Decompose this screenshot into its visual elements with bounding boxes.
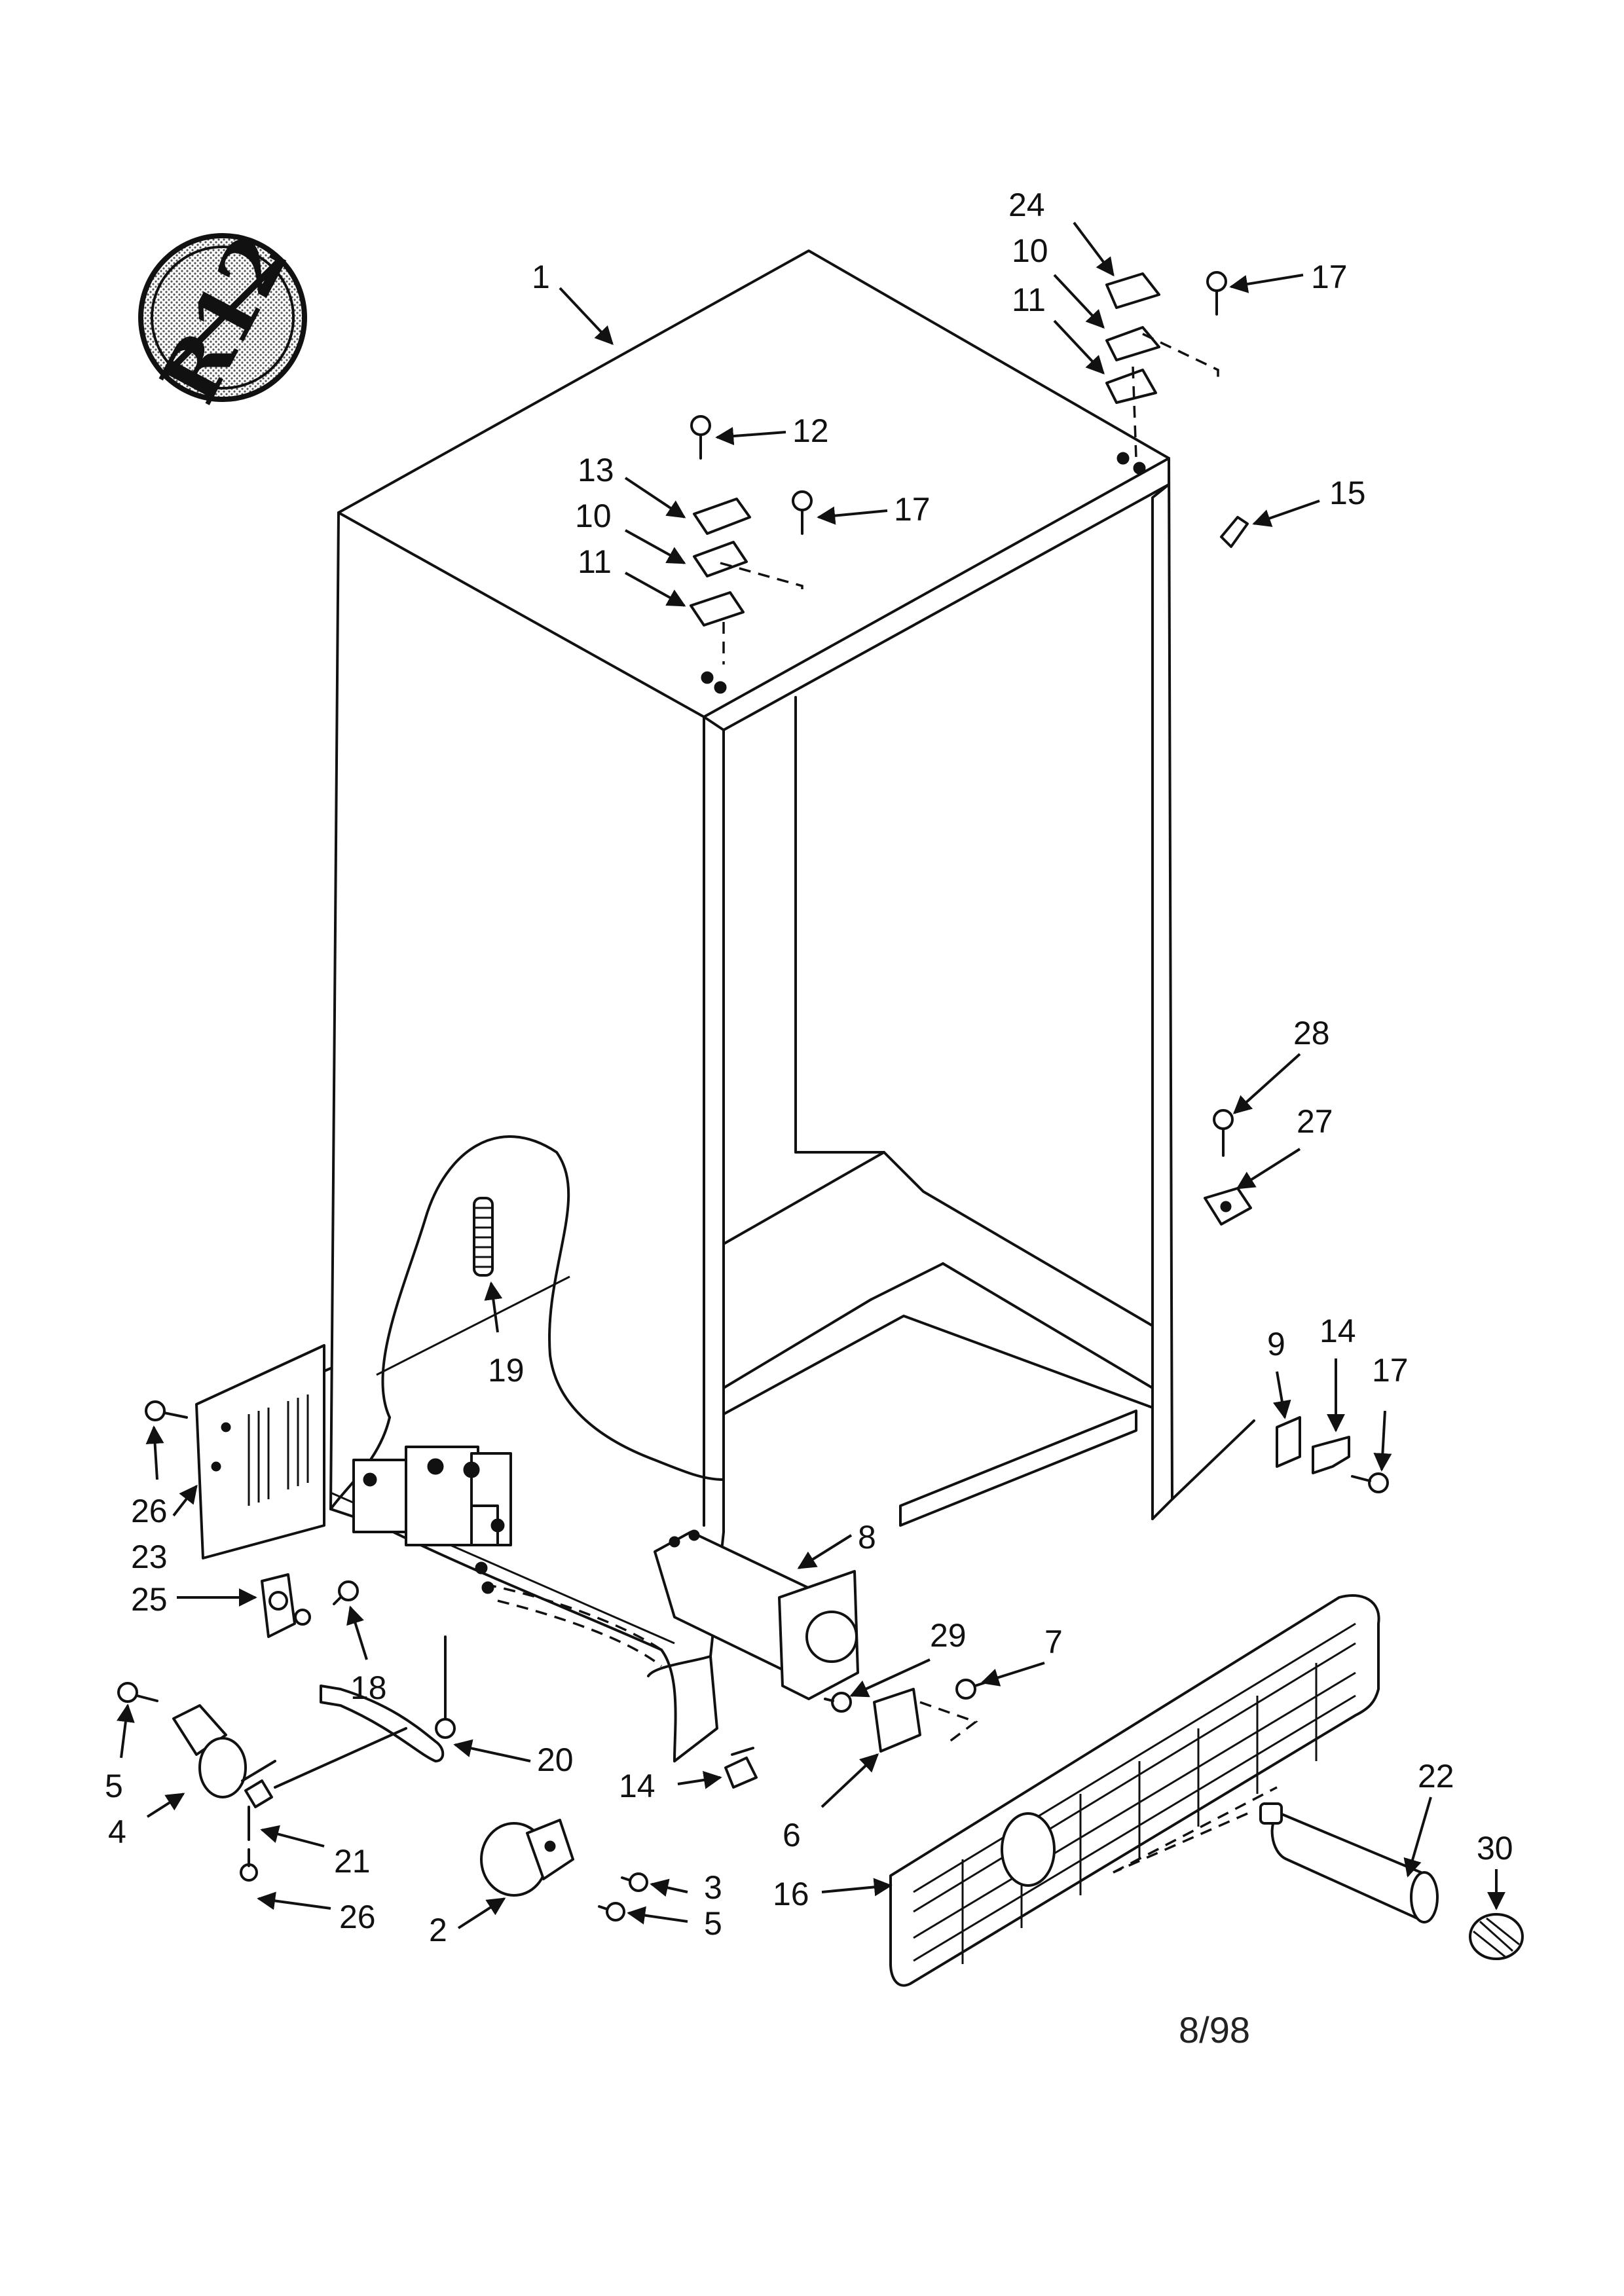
- callout-9: 9: [1267, 1326, 1285, 1362]
- hinge-set-top-right: [1105, 272, 1219, 475]
- callout-28: 28: [1293, 1015, 1330, 1051]
- part-21-clip: [244, 1727, 407, 1841]
- callout-20: 20: [537, 1741, 574, 1778]
- part-2-damper: [480, 1819, 574, 1897]
- callout-10: 10: [1012, 232, 1048, 269]
- callout-7: 7: [1044, 1624, 1063, 1660]
- callout-24: 24: [1008, 187, 1045, 223]
- callout-17: 17: [1311, 259, 1348, 295]
- cabinet-body: [306, 249, 1255, 1762]
- screw-26-upper: [145, 1400, 188, 1421]
- screw-12: [690, 415, 711, 460]
- callout-arrows: [116, 221, 1505, 1929]
- part-6-bracket: [873, 1688, 978, 1753]
- part-23-plate: [195, 1344, 325, 1559]
- callout-12: 12: [792, 412, 829, 449]
- callout-15: 15: [1329, 475, 1366, 511]
- callout-17: 17: [894, 491, 931, 528]
- callout-19: 19: [488, 1352, 525, 1389]
- screw-29: [824, 1692, 852, 1713]
- callout-25: 25: [131, 1581, 168, 1618]
- callout-3: 3: [704, 1869, 722, 1906]
- callout-14: 14: [1320, 1313, 1356, 1349]
- callout-8: 8: [858, 1519, 876, 1556]
- screw-26-lower: [240, 1848, 258, 1882]
- part-14-bracket-right: [1312, 1436, 1350, 1474]
- callout-4: 4: [108, 1813, 126, 1850]
- screw-18: [333, 1580, 359, 1605]
- callout-27: 27: [1297, 1103, 1333, 1140]
- callout-26: 26: [339, 1899, 376, 1935]
- callout-21: 21: [334, 1843, 371, 1880]
- screw-3: [621, 1872, 648, 1892]
- callout-23: 23: [131, 1539, 168, 1575]
- callout-29: 29: [930, 1617, 967, 1654]
- callout-13: 13: [578, 452, 614, 488]
- screw-17-mid: [792, 490, 813, 535]
- screw-28: [1213, 1109, 1234, 1157]
- part-25-bracket: [261, 1573, 311, 1638]
- callout-1: 1: [532, 259, 550, 295]
- part-19-spring: [473, 1197, 494, 1277]
- screw-5-left: [117, 1682, 158, 1703]
- part-8-duct: [654, 1529, 859, 1700]
- callout-17: 17: [1372, 1352, 1409, 1389]
- part-15-clip: [1220, 516, 1249, 548]
- callout-labels: 1 24 10 11 17 12 13 17 10 11 15 28 27 19…: [105, 187, 1513, 1948]
- part-22-filter: [1113, 1802, 1439, 1923]
- callout-30: 30: [1477, 1830, 1513, 1867]
- screws: [117, 271, 1389, 1922]
- screw-5-bottom: [598, 1902, 625, 1922]
- callout-16: 16: [773, 1876, 809, 1912]
- callout-11: 11: [578, 543, 612, 580]
- callout-11: 11: [1012, 282, 1046, 318]
- no-r12-refrigerant-icon: R12: [138, 220, 307, 417]
- part-16-grille: [889, 1594, 1380, 1987]
- callout-2: 2: [429, 1912, 447, 1948]
- part-30-cap: [1469, 1913, 1524, 1960]
- callout-5: 5: [105, 1768, 123, 1804]
- callout-18: 18: [350, 1669, 387, 1706]
- callout-5: 5: [704, 1905, 722, 1942]
- part-20-tube: [320, 1635, 456, 1762]
- screw-17-top: [1206, 271, 1227, 316]
- callout-6: 6: [783, 1817, 801, 1853]
- date-code: 8/98: [1179, 2009, 1250, 2050]
- callout-10: 10: [575, 498, 612, 534]
- part-4-bracket: [172, 1704, 276, 1798]
- screw-7: [955, 1678, 997, 1700]
- control-relays: [352, 1446, 663, 1667]
- hinge-set-mid: [690, 498, 803, 694]
- part-14-bracket-lower: [724, 1747, 758, 1789]
- callout-26: 26: [131, 1493, 168, 1529]
- part-27-clip: [1204, 1187, 1252, 1226]
- part-9-bracket: [1276, 1416, 1301, 1468]
- callout-14: 14: [619, 1768, 655, 1804]
- callout-22: 22: [1418, 1758, 1454, 1795]
- screw-17-right: [1351, 1472, 1389, 1493]
